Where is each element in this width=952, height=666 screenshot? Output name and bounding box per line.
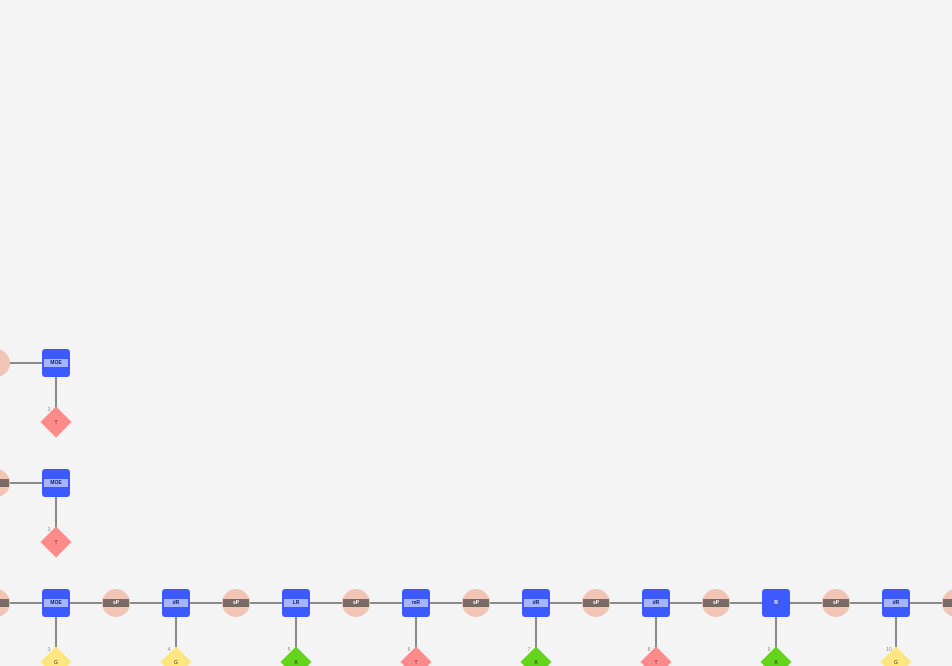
phosphate-monomer[interactable]: sP bbox=[342, 589, 370, 617]
leading-phosphate[interactable] bbox=[0, 349, 10, 377]
monomer-index: 4 bbox=[167, 647, 171, 653]
base-label: G bbox=[894, 660, 898, 666]
sugar-base-link bbox=[895, 603, 897, 648]
sugar-base-link bbox=[415, 603, 417, 648]
phosphate-label: sP bbox=[823, 599, 849, 607]
sugar-base-link bbox=[655, 603, 657, 648]
phosphate-label: sP bbox=[703, 599, 729, 607]
monomer-index: 8 bbox=[647, 647, 651, 653]
monomer-index: 9 bbox=[767, 647, 771, 653]
sugar-base-link bbox=[775, 603, 777, 648]
sugar-monomer[interactable]: dR bbox=[162, 589, 190, 617]
backbone-link bbox=[0, 362, 56, 364]
base-label: G bbox=[54, 660, 58, 666]
phosphate-label bbox=[943, 599, 952, 607]
monomer-index: 3 bbox=[47, 407, 51, 413]
trailing-phosphate[interactable] bbox=[942, 589, 952, 617]
sugar-base-link bbox=[295, 603, 297, 648]
sugar-base-link bbox=[55, 363, 57, 408]
sugar-label: dR bbox=[884, 599, 908, 607]
sugar-monomer[interactable]: LR bbox=[282, 589, 310, 617]
monomer-index: 6 bbox=[407, 647, 411, 653]
sugar-base-link bbox=[535, 603, 537, 648]
monomer-index: 10 bbox=[886, 647, 892, 653]
sugar-label: mR bbox=[404, 599, 428, 607]
phosphate-label: sP bbox=[583, 599, 609, 607]
sugar-monomer[interactable]: MOE bbox=[42, 349, 70, 377]
sugar-monomer[interactable]: R bbox=[762, 589, 790, 617]
sugar-label: R bbox=[774, 600, 778, 606]
sugar-label: dR bbox=[524, 599, 548, 607]
base-label: T bbox=[654, 660, 658, 666]
leading-phosphate[interactable] bbox=[0, 469, 10, 497]
leading-phosphate[interactable] bbox=[0, 589, 10, 617]
base-label: G bbox=[174, 660, 178, 666]
phosphate-label: sP bbox=[103, 599, 129, 607]
sugar-monomer[interactable]: mR bbox=[402, 589, 430, 617]
sugar-label: dR bbox=[644, 599, 668, 607]
monomer-index: 3 bbox=[47, 527, 51, 533]
phosphate-monomer[interactable]: sP bbox=[102, 589, 130, 617]
sugar-base-link bbox=[175, 603, 177, 648]
phosphate-monomer[interactable]: sP bbox=[582, 589, 610, 617]
monomer-index: 7 bbox=[527, 647, 531, 653]
phosphate-label: sP bbox=[223, 599, 249, 607]
phosphate-label bbox=[0, 599, 9, 607]
phosphate-monomer[interactable]: sP bbox=[702, 589, 730, 617]
sugar-monomer[interactable]: MOE bbox=[42, 589, 70, 617]
phosphate-label bbox=[0, 479, 9, 487]
sugar-monomer[interactable]: dR bbox=[642, 589, 670, 617]
sugar-label: LR bbox=[284, 599, 308, 607]
sugar-monomer[interactable]: dR bbox=[882, 589, 910, 617]
base-label: T bbox=[54, 420, 58, 426]
sugar-label: MOE bbox=[44, 479, 68, 487]
phosphate-monomer[interactable]: sP bbox=[222, 589, 250, 617]
sugar-label: MOE bbox=[44, 359, 68, 367]
sugar-base-link bbox=[55, 603, 57, 648]
base-label: A bbox=[534, 660, 538, 666]
backbone-link bbox=[0, 482, 56, 484]
monomer-index: 5 bbox=[287, 647, 291, 653]
phosphate-monomer[interactable]: sP bbox=[822, 589, 850, 617]
phosphate-label: sP bbox=[463, 599, 489, 607]
sugar-monomer[interactable]: MOE bbox=[42, 469, 70, 497]
base-label: T bbox=[414, 660, 418, 666]
base-label: A bbox=[294, 660, 298, 666]
sugar-label: MOE bbox=[44, 599, 68, 607]
base-label: T bbox=[54, 540, 58, 546]
sugar-label: dR bbox=[164, 599, 188, 607]
phosphate-monomer[interactable]: sP bbox=[462, 589, 490, 617]
phosphate-label: sP bbox=[343, 599, 369, 607]
monomer-index: 3 bbox=[47, 647, 51, 653]
sugar-monomer[interactable]: dR bbox=[522, 589, 550, 617]
sugar-base-link bbox=[55, 483, 57, 528]
base-label: A bbox=[774, 660, 778, 666]
